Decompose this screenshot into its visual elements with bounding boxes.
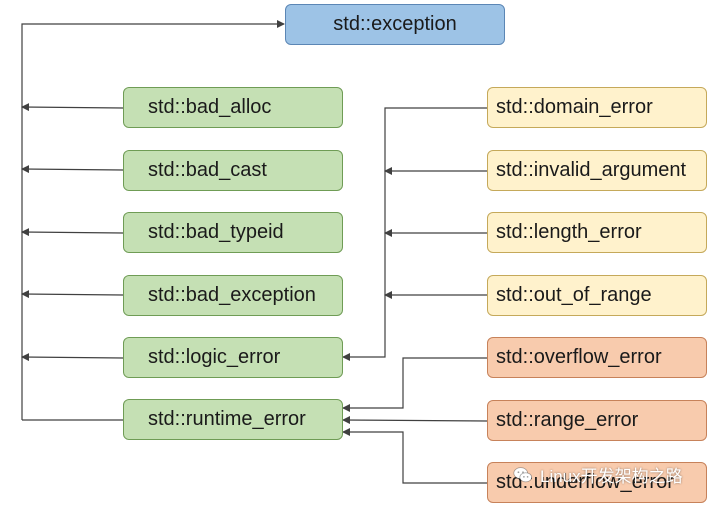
node-bad-typeid: std::bad_typeid [123,212,343,253]
trunk-to-exception [21,20,285,420]
node-logic-error: std::logic_error [123,337,343,378]
node-range-error: std::range_error [487,400,707,441]
arrow-bad-exception [21,290,124,299]
arrow-range-error [342,416,488,425]
arrow-bad-cast [21,165,124,174]
node-bad-alloc: std::bad_alloc [123,87,343,128]
arrow-logic-error [21,353,124,362]
node-invalid-argument: std::invalid_argument [487,150,707,191]
arrow-bad-typeid [21,228,124,237]
arrow-underflow-error [342,428,487,484]
node-bad-exception: std::bad_exception [123,275,343,316]
node-overflow-error: std::overflow_error [487,337,707,378]
node-std-exception: std::exception [285,4,505,45]
node-bad-cast: std::bad_cast [123,150,343,191]
node-length-error: std::length_error [487,212,707,253]
node-domain-error: std::domain_error [487,87,707,128]
arrow-overflow-error [342,357,487,412]
node-underflow-error: std::underflow_error [487,462,707,503]
arrow-bad-alloc [21,103,124,112]
node-out-of-range: std::out_of_range [487,275,707,316]
node-runtime-error: std::runtime_error [123,399,343,440]
